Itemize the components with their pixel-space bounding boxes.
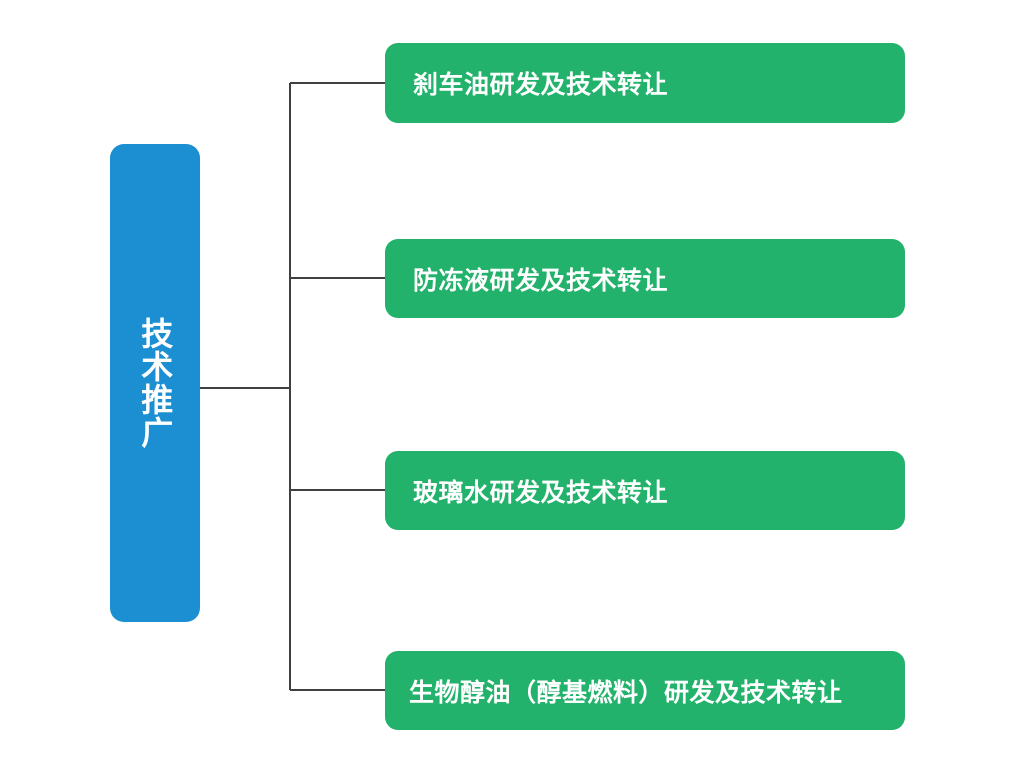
branch-node-4-label: 生物醇油（醇基燃料）研发及技术转让 xyxy=(409,678,843,707)
branch-node-4[interactable]: 生物醇油（醇基燃料）研发及技术转让 xyxy=(385,651,905,730)
root-node-label: 技术推广 xyxy=(137,317,174,449)
branch-node-3-label: 玻璃水研发及技术转让 xyxy=(413,478,669,507)
branch-node-2-label: 防冻液研发及技术转让 xyxy=(413,266,669,295)
branch-node-2[interactable]: 防冻液研发及技术转让 xyxy=(385,239,905,318)
branch-node-1[interactable]: 刹车油研发及技术转让 xyxy=(385,43,905,123)
branch-node-1-label: 刹车油研发及技术转让 xyxy=(413,71,669,99)
root-node-technology-promotion[interactable]: 技术推广 xyxy=(110,144,200,622)
branch-node-3[interactable]: 玻璃水研发及技术转让 xyxy=(385,451,905,530)
